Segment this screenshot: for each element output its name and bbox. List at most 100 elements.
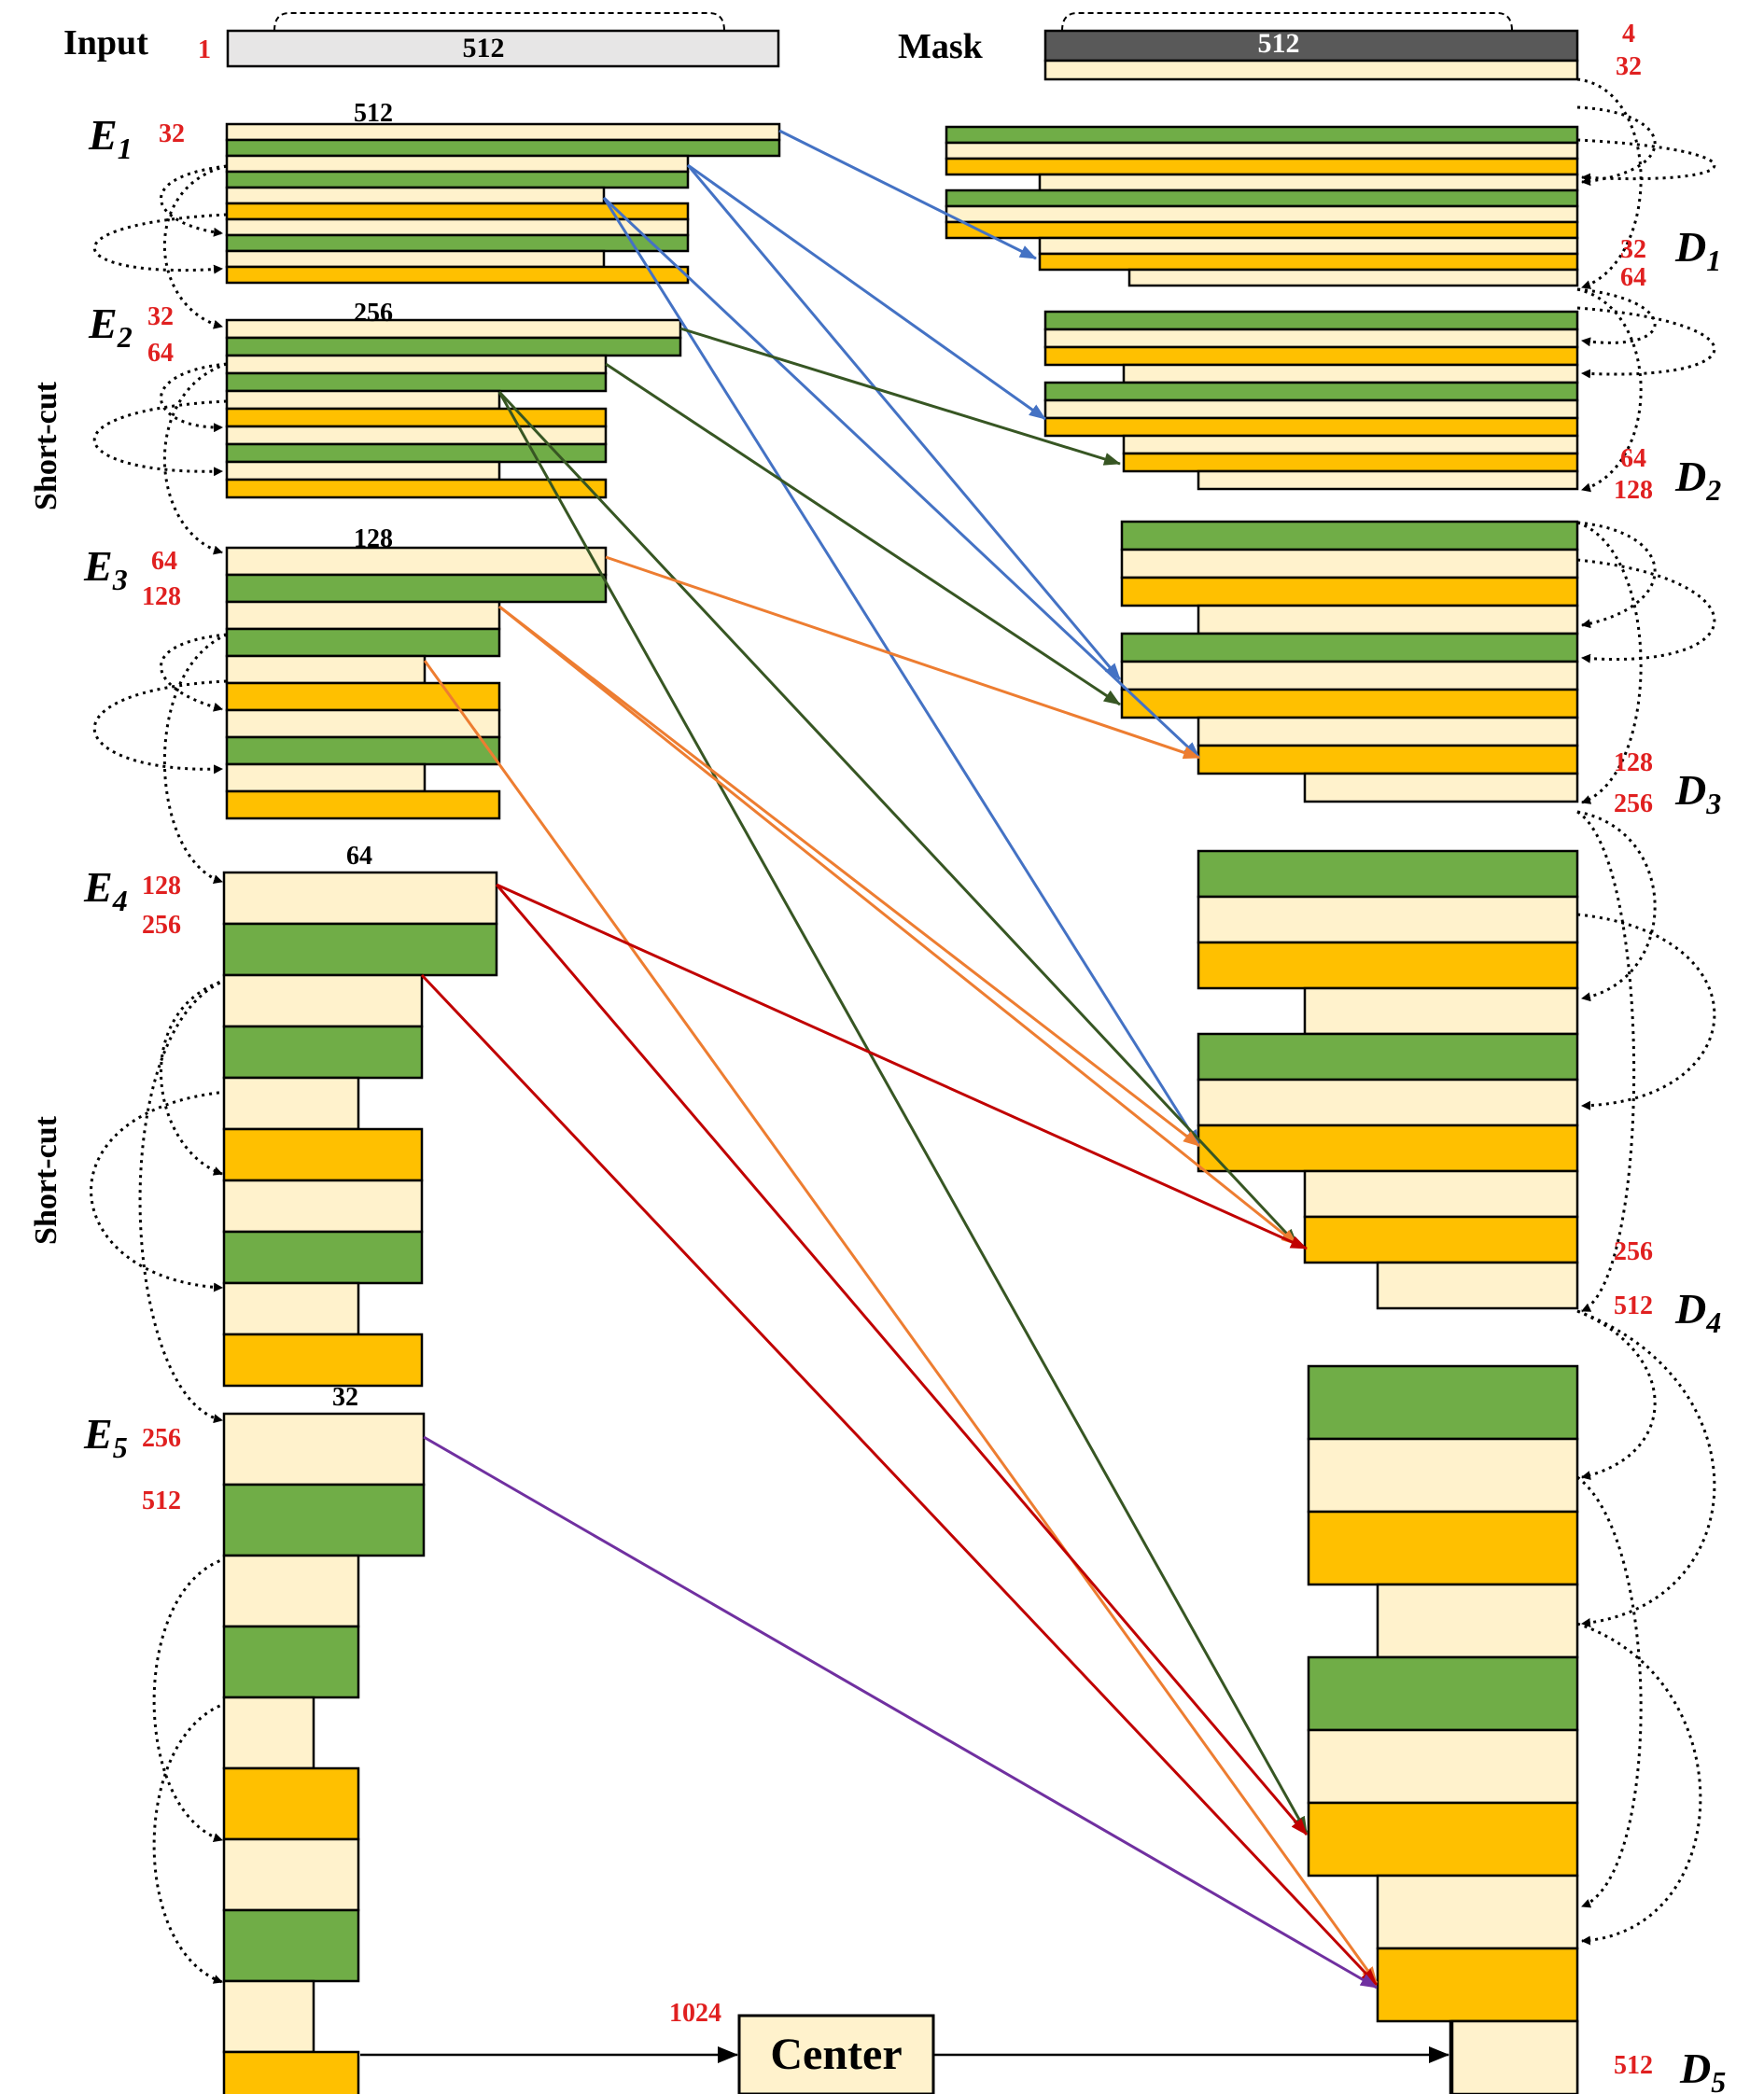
e3-layer-6 xyxy=(225,681,501,712)
shortcut-d1-a xyxy=(1576,105,1657,187)
d2-layer-10 xyxy=(1197,469,1579,491)
d4-layer-4 xyxy=(1303,986,1579,1036)
e4-layer-1 xyxy=(222,871,498,926)
encoder-5-size: 32 xyxy=(332,1383,358,1412)
input-size-brace xyxy=(273,12,725,32)
e2-layer-3 xyxy=(225,354,608,375)
e5-layer-6 xyxy=(222,1766,360,1841)
shortcut-e3-a xyxy=(160,633,228,712)
shortcut-curves xyxy=(90,77,1716,1984)
center-block xyxy=(737,2014,935,2094)
encoder-5-ch-in: 256 xyxy=(142,1424,181,1453)
shortcut-d3-a xyxy=(1576,521,1657,629)
encoder-5-label: E5 xyxy=(83,1410,128,1464)
d1-layer-1 xyxy=(945,125,1579,145)
decoder-5-ch-a: 512 xyxy=(1614,2051,1653,2080)
encoder-4-label: E4 xyxy=(83,863,128,917)
d5-layer-1 xyxy=(1307,1364,1579,1441)
mask-bar-dark xyxy=(1043,29,1579,63)
d5-layer-6 xyxy=(1307,1728,1579,1805)
d5-layer-7 xyxy=(1307,1801,1579,1878)
arrow-e3-d4b xyxy=(498,605,1298,1247)
d2-layer-1 xyxy=(1043,310,1579,331)
e1-layer-3 xyxy=(225,154,690,174)
d2-layer-2 xyxy=(1043,328,1579,349)
skip-connection-arrows xyxy=(420,129,1379,1989)
encoder-3-size: 128 xyxy=(354,524,393,553)
d1-layer-4 xyxy=(1038,173,1579,192)
arrow-e4-d5b xyxy=(420,973,1379,1987)
feature-blocks xyxy=(222,122,1579,2094)
decoder-3-ch-b: 256 xyxy=(1614,789,1653,818)
e2-layer-9 xyxy=(225,460,501,482)
arrow-e2-d4 xyxy=(497,390,1299,1247)
encoder-4-size: 64 xyxy=(346,842,372,871)
d3-layer-2 xyxy=(1120,548,1579,579)
encoder-3-ch-out: 128 xyxy=(142,582,181,611)
e3-layer-3 xyxy=(225,600,501,631)
e5-layer-3 xyxy=(222,1554,360,1628)
encoder-4-ch-in: 128 xyxy=(142,872,181,900)
d3-layer-5 xyxy=(1120,632,1579,663)
shortcut-e1-b xyxy=(92,213,228,274)
shortcut-d2-b xyxy=(1576,306,1716,379)
decoder-5-label: D5 xyxy=(1679,2045,1726,2094)
e1-layer-10 xyxy=(225,265,690,285)
e2-layer-2 xyxy=(225,336,682,357)
d1-layer-8 xyxy=(1038,236,1579,256)
decoder-4-ch-a: 256 xyxy=(1614,1237,1653,1266)
e5-layer-5 xyxy=(222,1696,315,1770)
d4-layer-3 xyxy=(1197,941,1579,990)
e5-layer-2 xyxy=(222,1483,426,1557)
shortcut-e1-e2 xyxy=(162,164,228,329)
d5-layer-2 xyxy=(1307,1437,1579,1514)
e2-layer-4 xyxy=(225,371,608,393)
d1-layer-5 xyxy=(945,188,1579,208)
e3-layer-2 xyxy=(225,573,608,604)
e3-layer-8 xyxy=(225,735,501,766)
d3-layer-8 xyxy=(1197,716,1579,747)
encoder-2-ch-out: 64 xyxy=(147,339,174,368)
shortcut-d4-c xyxy=(1576,810,1636,1313)
e2-layer-1 xyxy=(225,318,682,340)
input-bar xyxy=(226,29,780,68)
e5-layer-1 xyxy=(222,1412,426,1487)
e3-layer-5 xyxy=(225,654,427,685)
arrow-e2-d2 xyxy=(679,327,1121,466)
d2-layer-9 xyxy=(1122,452,1579,473)
arrow-e2-d3 xyxy=(605,362,1121,706)
arrow-e1-d3a xyxy=(686,164,1122,680)
e5-layer-9 xyxy=(222,1979,315,2054)
encoder-2-label: E2 xyxy=(88,300,133,354)
d2-layer-3 xyxy=(1043,345,1579,367)
d3-layer-9 xyxy=(1197,744,1579,775)
shortcut-e4-e5 xyxy=(138,978,228,1424)
e1-layer-4 xyxy=(225,170,690,189)
mask-size-brace xyxy=(1061,12,1513,32)
shortcut-label-lower: Short-cut xyxy=(29,1115,63,1245)
decoder-3-ch-a: 128 xyxy=(1614,748,1653,777)
arrow-e1-d3b xyxy=(602,196,1201,760)
shortcut-d2-a xyxy=(1576,287,1657,347)
d4-layer-8 xyxy=(1303,1169,1579,1219)
encoder-3-ch-in: 64 xyxy=(151,547,177,576)
d1-layer-2 xyxy=(945,141,1579,161)
center-label: Center xyxy=(770,2030,902,2079)
arrow-e1-d2 xyxy=(687,163,1046,421)
arrow-e1-d1 xyxy=(778,129,1037,260)
center-channels: 1024 xyxy=(669,1999,721,2028)
d3-layer-1 xyxy=(1120,520,1579,551)
e4-layer-7 xyxy=(222,1179,424,1234)
d4-layer-1 xyxy=(1197,849,1579,899)
decoder-1-label: D1 xyxy=(1674,223,1721,277)
e4-layer-5 xyxy=(222,1076,360,1131)
d3-layer-6 xyxy=(1120,660,1579,691)
mask-channels-a: 4 xyxy=(1622,20,1635,49)
d2-layer-5 xyxy=(1043,381,1579,402)
mask-channels-b: 32 xyxy=(1616,52,1642,81)
d5-final-block xyxy=(1450,2019,1579,2094)
d1-layer-3 xyxy=(945,157,1579,176)
e4-layer-10 xyxy=(222,1333,424,1388)
encoder-1-label: E1 xyxy=(88,111,133,165)
e5-layer-7 xyxy=(222,1837,360,1912)
